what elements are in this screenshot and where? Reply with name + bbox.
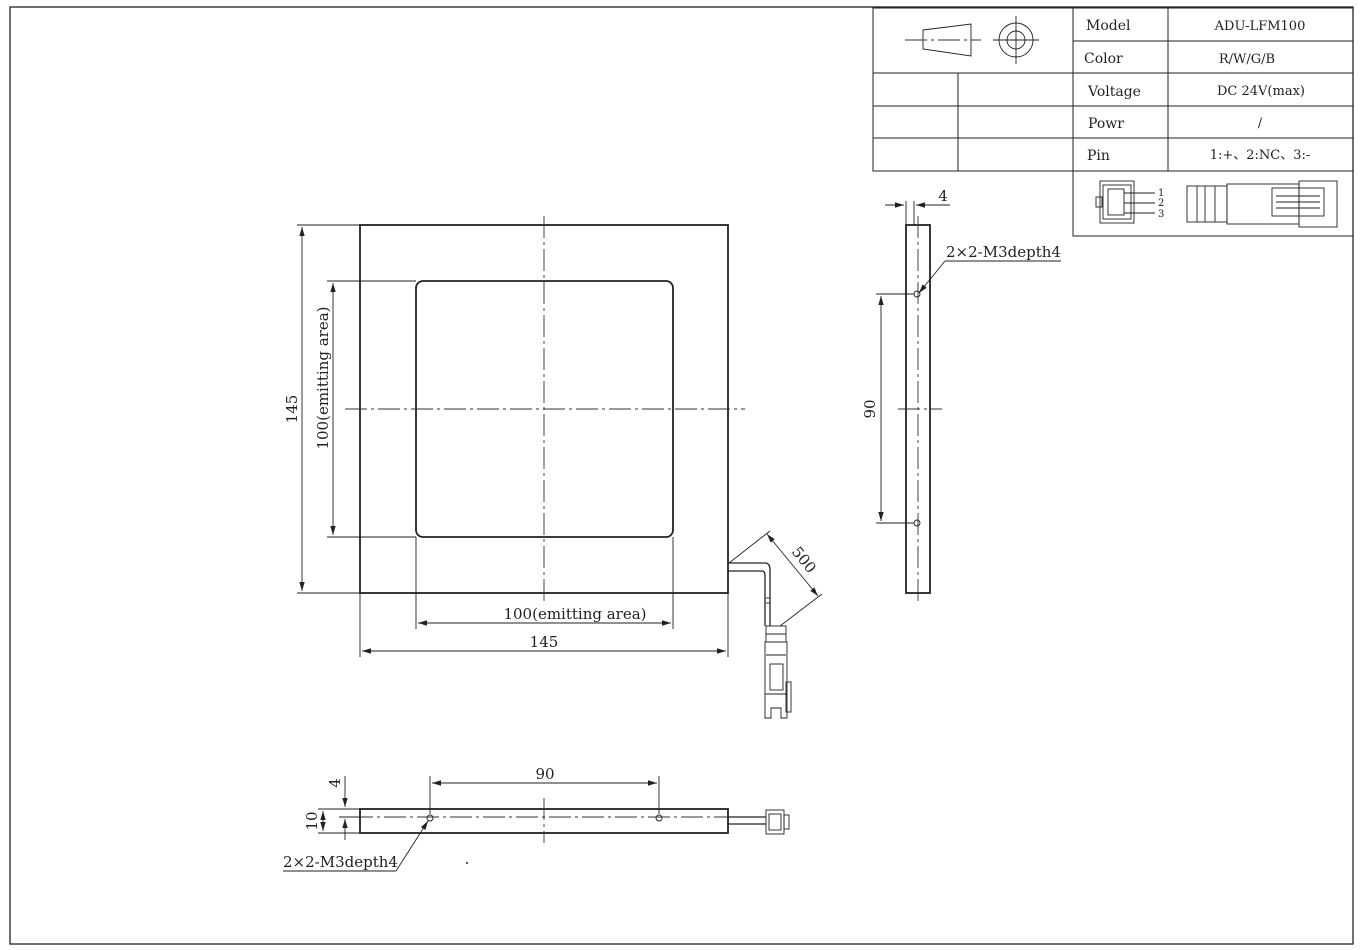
cable-connector-icon xyxy=(764,625,792,719)
bottom-edge-offset-dimension: 4 xyxy=(326,778,344,788)
mounting-hole xyxy=(655,814,663,822)
side-hole-spacing-dimension: 90 xyxy=(861,399,879,418)
width-dimension: 145 xyxy=(530,633,559,651)
pin-number-2: 2 xyxy=(1158,198,1164,209)
side-thickness-dimension: 4 xyxy=(938,187,948,205)
drawing-border xyxy=(9,6,1354,945)
emitting-width-dimension: 100(emitting area) xyxy=(503,605,646,623)
pin-value: 1:+、2:NC、3:- xyxy=(1210,148,1311,163)
model-label: Model xyxy=(1086,18,1131,34)
connector-front-icon: 1 2 3 xyxy=(1095,180,1164,224)
height-dimension: 145 xyxy=(283,395,301,424)
bottom-cable-connector-icon xyxy=(728,809,790,835)
voltage-label: Voltage xyxy=(1087,84,1141,100)
cable-length-dimension: 500 xyxy=(788,543,820,577)
spec-table: Model ADU-LFM100 Color R/W/G/B Voltage D… xyxy=(872,7,1354,237)
pin-number-3: 3 xyxy=(1158,209,1164,220)
power-value: / xyxy=(1258,116,1263,131)
bottom-hole-spacing-dimension: 90 xyxy=(535,765,554,783)
mounting-hole xyxy=(913,519,921,527)
emitting-height-dimension: 100(emitting area) xyxy=(314,306,332,449)
bottom-view: 90 4 10 2×2-M3depth4 xyxy=(283,765,790,872)
pin-number-1: 1 xyxy=(1158,188,1164,199)
pin-label: Pin xyxy=(1087,148,1110,164)
voltage-value: DC 24V(max) xyxy=(1217,84,1305,99)
cable xyxy=(728,562,771,626)
color-value: R/W/G/B xyxy=(1219,52,1275,67)
bottom-thickness-dimension: 10 xyxy=(303,811,321,830)
mounting-hole xyxy=(913,290,921,298)
connector-side-icon xyxy=(1186,180,1338,228)
projection-symbol-icon xyxy=(905,16,1039,64)
color-label: Color xyxy=(1084,51,1123,67)
model-value: ADU-LFM100 xyxy=(1214,19,1306,34)
mounting-hole xyxy=(426,814,434,822)
power-label: Powr xyxy=(1088,116,1124,132)
front-view: 145 100(emitting area) 100(emitting area… xyxy=(283,216,823,719)
bottom-hole-note: 2×2-M3depth4 xyxy=(283,853,398,871)
side-view: 4 2×2-M3depth4 90 xyxy=(861,187,1061,603)
side-hole-note: 2×2-M3depth4 xyxy=(946,243,1061,261)
